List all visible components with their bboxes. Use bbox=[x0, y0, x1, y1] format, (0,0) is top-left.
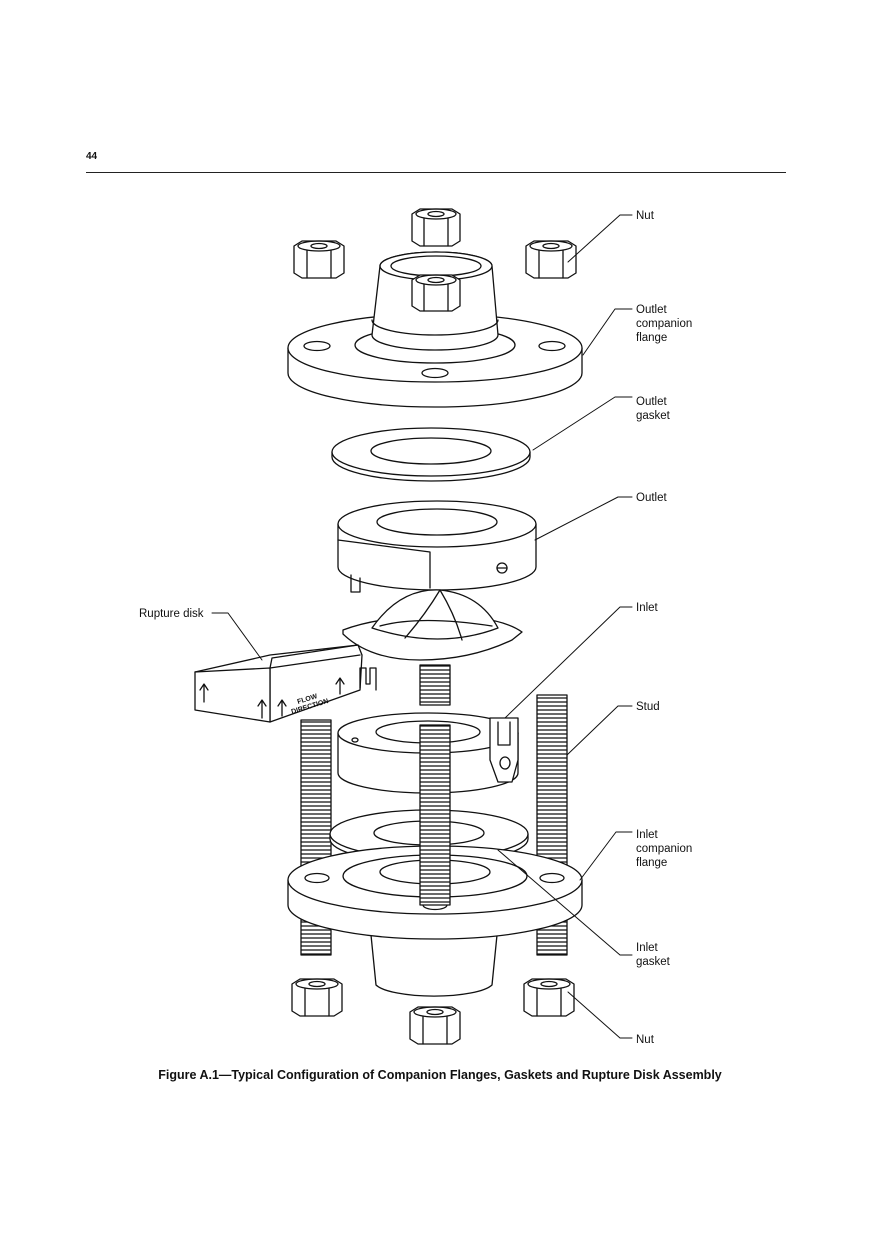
label-inlet-companion-flange-2: companion bbox=[636, 843, 692, 855]
leader-lines bbox=[211, 214, 633, 1039]
header-rule bbox=[86, 172, 786, 173]
label-rupture-disk: Rupture disk bbox=[139, 608, 204, 620]
label-outlet-gasket-2: gasket bbox=[636, 410, 671, 422]
label-stud: Stud bbox=[636, 701, 660, 713]
label-inlet: Inlet bbox=[636, 602, 659, 614]
nut-bottom-right bbox=[523, 978, 575, 1017]
flow-direction-tag: FLOW DIRECTION bbox=[194, 644, 377, 723]
label-inlet-companion-flange-3: flange bbox=[636, 857, 667, 869]
nut-bottom-center bbox=[409, 1006, 461, 1045]
label-nut-bottom: Nut bbox=[636, 1034, 655, 1046]
outlet-companion-flange bbox=[287, 251, 583, 408]
label-outlet: Outlet bbox=[636, 492, 667, 504]
rupture-disk bbox=[342, 589, 523, 661]
page-number: 44 bbox=[86, 151, 98, 162]
label-outlet-companion-flange-3: flange bbox=[636, 332, 667, 344]
label-inlet-companion-flange-1: Inlet bbox=[636, 829, 659, 841]
label-inlet-gasket-1: Inlet bbox=[636, 942, 659, 954]
label-outlet-gasket-1: Outlet bbox=[636, 396, 667, 408]
figure-caption: Figure A.1—Typical Configuration of Comp… bbox=[158, 1068, 722, 1082]
label-nut-top: Nut bbox=[636, 210, 655, 222]
outlet-holder bbox=[337, 500, 537, 593]
nut-top-left bbox=[293, 240, 345, 279]
outlet-gasket bbox=[331, 427, 531, 482]
nut-top-center bbox=[411, 208, 461, 247]
label-inlet-gasket-2: gasket bbox=[636, 956, 671, 968]
label-outlet-companion-flange-2: companion bbox=[636, 318, 692, 330]
nut-top-middle bbox=[411, 274, 461, 312]
stud-front-center bbox=[419, 724, 451, 906]
nut-top-right bbox=[525, 240, 577, 279]
label-outlet-companion-flange-1: Outlet bbox=[636, 304, 667, 316]
nut-bottom-left bbox=[291, 978, 343, 1017]
